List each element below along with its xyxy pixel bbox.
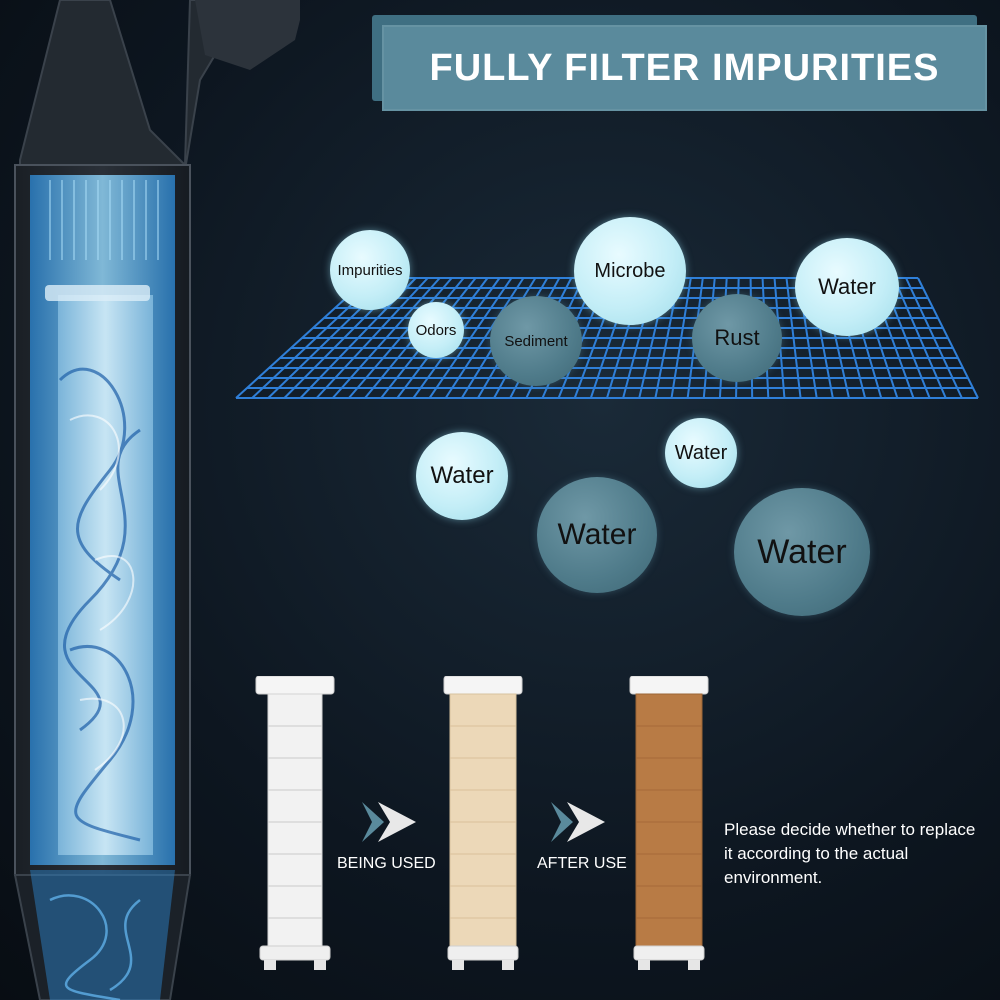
odors-label: Odors	[415, 321, 457, 339]
odors-bubble: Odors	[408, 302, 464, 358]
shower-head-illustration	[13, 0, 300, 1000]
water-label-1: Water	[430, 462, 494, 489]
water-bubble-top: Water	[795, 238, 899, 336]
impurities-label: Impurities	[337, 261, 403, 279]
sediment-bubble: Sediment	[490, 296, 582, 386]
after-use-label: AFTER USE	[537, 855, 627, 872]
water-bubble-1: Water	[416, 432, 508, 520]
water-label-2: Water	[674, 441, 728, 464]
double-chevron-right-icon	[551, 802, 605, 842]
water-bubble-2: Water	[665, 418, 737, 488]
replacement-note: Please decide whether to replace it acco…	[724, 820, 976, 887]
cartridge-being-used	[443, 676, 523, 970]
rust-label: Rust	[714, 325, 760, 350]
microbe-bubble: Microbe	[574, 217, 686, 325]
microbe-label: Microbe	[594, 259, 666, 282]
rust-bubble: Rust	[692, 294, 782, 382]
water-label-3: Water	[557, 518, 637, 551]
double-chevron-right-icon	[362, 802, 416, 842]
page-title: FULLY FILTER IMPURITIES	[429, 46, 940, 89]
water-bubble-4: Water	[734, 488, 870, 616]
cartridge-new	[255, 676, 335, 970]
sediment-label: Sediment	[504, 332, 568, 350]
title-banner	[382, 25, 987, 111]
cartridge-after-use	[629, 676, 709, 970]
water-bubble-3: Water	[537, 477, 657, 593]
water-label-top: Water	[818, 274, 876, 299]
being-used-label: BEING USED	[337, 855, 436, 872]
water-label-4: Water	[757, 532, 847, 571]
impurities-bubble: Impurities	[330, 230, 410, 310]
